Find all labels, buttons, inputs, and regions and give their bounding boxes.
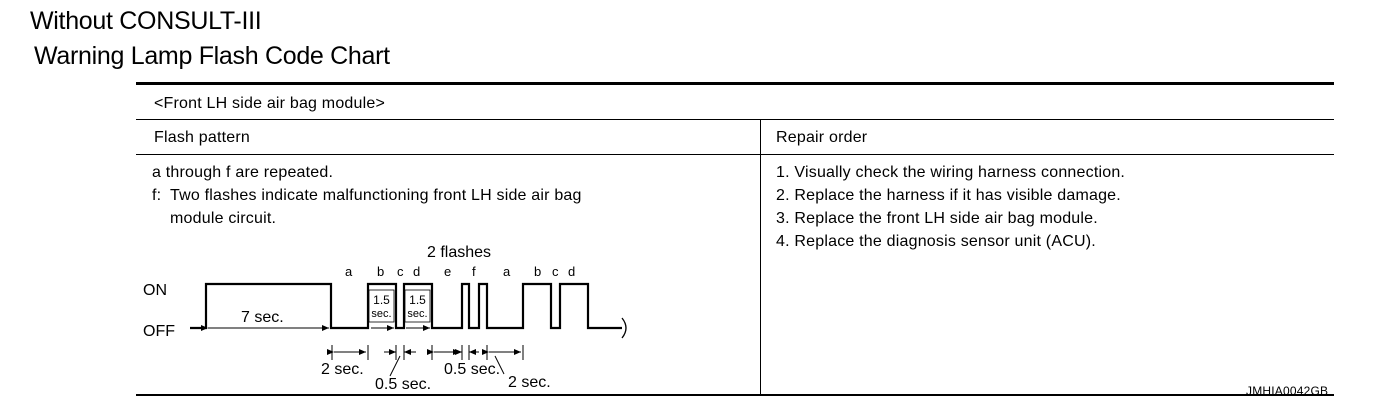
dimension-lines: [327, 345, 524, 377]
two-sec-left-label: 2 sec.: [321, 361, 364, 378]
svg-text:sec.: sec.: [371, 308, 391, 320]
repair-step: 4. Replace the diagnosis sensor unit (AC…: [776, 232, 1125, 255]
segment-letter: c: [552, 264, 559, 279]
page-title: Without CONSULT-III: [30, 7, 262, 35]
svg-text:1.5: 1.5: [409, 293, 426, 307]
segment-letter: b: [534, 264, 541, 279]
repair-step-text: Replace the front LH side air bag module…: [794, 210, 1098, 227]
repair-step-number: 1.: [776, 164, 790, 181]
seven-sec-label: 7 sec.: [241, 309, 284, 326]
segment-letter: c: [397, 264, 404, 279]
module-label: <Front LH side air bag module>: [154, 95, 386, 112]
repair-step: 1. Visually check the wiring harness con…: [776, 163, 1125, 186]
segment-letter: e: [444, 264, 451, 279]
segment-letters: a b c d e f a b c d: [345, 264, 575, 279]
half-sec-left-label: 0.5 sec.: [375, 376, 431, 393]
document-code: JMHIA0042GB: [1246, 384, 1329, 398]
repair-step: 2. Replace the harness if it has visible…: [776, 186, 1125, 209]
segment-letter: f: [472, 264, 476, 279]
waveform-line: [190, 282, 622, 330]
repair-step-number: 4.: [776, 233, 790, 250]
repair-step-text: Visually check the wiring harness connec…: [794, 164, 1126, 181]
repair-step-text: Replace the diagnosis sensor unit (ACU).: [794, 233, 1096, 250]
flash-desc-line2-prefix: f:: [152, 187, 162, 204]
repair-step-number: 3.: [776, 210, 790, 227]
table-top-rule: [136, 82, 1334, 85]
duration-box: 1.5 sec.: [404, 289, 431, 323]
segment-letter: b: [377, 264, 384, 279]
svg-text:1.5: 1.5: [373, 293, 390, 307]
column-divider: [760, 119, 761, 395]
segment-letter: d: [568, 264, 575, 279]
repair-steps-list: 1. Visually check the wiring harness con…: [776, 163, 1125, 255]
svg-text:sec.: sec.: [407, 308, 427, 320]
flash-pattern-header: Flash pattern: [154, 129, 250, 146]
flash-desc-line2: Two flashes indicate malfunctioning fron…: [170, 187, 582, 204]
table-bottom-rule: [136, 394, 1334, 396]
half-sec-right-label: 0.5 sec.: [444, 361, 500, 378]
flashes-label: 2 flashes: [427, 244, 491, 261]
repair-step-number: 2.: [776, 187, 790, 204]
repair-order-header: Repair order: [776, 129, 868, 146]
flash-desc-line1: a through f are repeated.: [152, 164, 334, 181]
header-row-rule: [136, 154, 1334, 155]
duration-box: 1.5 sec.: [368, 289, 395, 323]
repair-step-text: Replace the harness if it has visible da…: [794, 187, 1121, 204]
two-sec-right-label: 2 sec.: [508, 374, 551, 391]
segment-letter: a: [345, 264, 353, 279]
segment-letter: d: [413, 264, 420, 279]
off-label: OFF: [143, 323, 175, 340]
flash-desc-line3: module circuit.: [170, 210, 277, 227]
on-label: ON: [143, 282, 167, 299]
page-subtitle: Warning Lamp Flash Code Chart: [34, 42, 390, 70]
flash-timing-diagram: 1.5 sec. 1.5 sec. 2 flashes ON OFF 7 sec…: [143, 244, 627, 393]
module-row-rule: [136, 119, 1334, 120]
repair-step: 3. Replace the front LH side air bag mod…: [776, 209, 1125, 232]
waveform-break-mark: [621, 317, 627, 339]
segment-letter: a: [503, 264, 511, 279]
